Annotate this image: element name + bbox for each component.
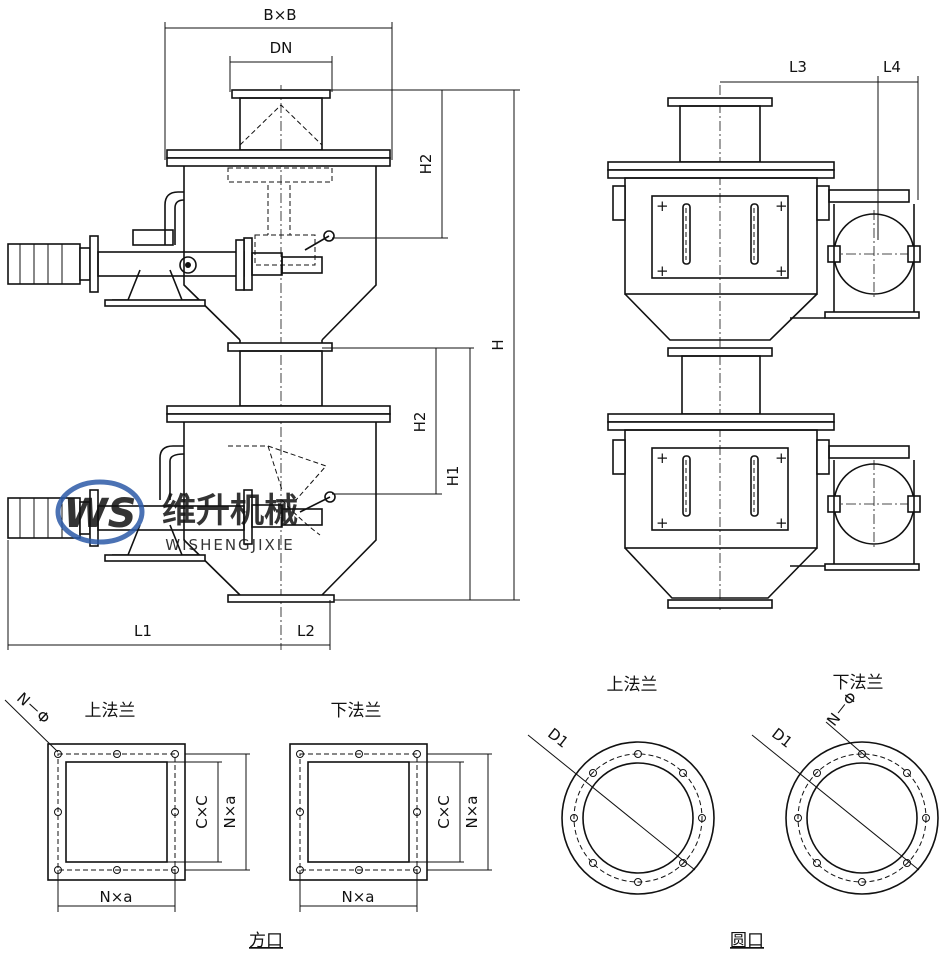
dim-dn: DN — [270, 39, 293, 57]
dim-h2-upper: H2 — [417, 154, 435, 175]
svg-text:+: + — [656, 514, 669, 532]
round-upper-title: 上法兰 — [607, 675, 658, 695]
square-lower-nxa-side: N×a — [463, 796, 481, 829]
square-lower-nxa-bottom: N×a — [342, 888, 375, 906]
dim-bxb: B×B — [263, 6, 296, 24]
round-hole-note: N－Φ — [823, 688, 861, 729]
svg-text:+: + — [656, 262, 669, 280]
square-upper-title: 上法兰 — [85, 701, 136, 721]
square-flange-lower: 下法兰 C×C N×a N×a — [289, 701, 492, 912]
square-upper-cxc: C×C — [193, 795, 211, 829]
dim-l2: L2 — [297, 622, 315, 640]
round-caption: 圆口 — [730, 931, 764, 951]
brand-cn: 维升机械 — [162, 491, 298, 531]
dim-h1: H1 — [444, 466, 462, 487]
round-flange-upper: 上法兰 D1 — [527, 675, 715, 895]
square-hole-note: N－Φ — [13, 689, 53, 728]
dim-h2-lower: H2 — [411, 412, 429, 433]
ws-logo: WS — [55, 479, 145, 545]
round-flange-lower: 下法兰 N－Φ D1 — [751, 673, 939, 895]
side-view: L3 L4 + + + + — [607, 58, 921, 610]
front-view: B×B DN H2 — [7, 6, 520, 650]
dim-l1: L1 — [134, 622, 152, 640]
logo-text: WS — [64, 491, 137, 537]
svg-text:+: + — [775, 197, 788, 215]
svg-text:+: + — [656, 197, 669, 215]
svg-text:+: + — [775, 262, 788, 280]
square-lower-cxc: C×C — [435, 795, 453, 829]
square-lower-title: 下法兰 — [331, 701, 382, 721]
svg-text:+: + — [656, 449, 669, 467]
dim-l4: L4 — [883, 58, 901, 76]
dim-l3: L3 — [789, 58, 807, 76]
brand-en: WISHENGJIXIE — [165, 536, 294, 554]
square-flange-upper: 上法兰 N－Φ C×C N×a N×a — [4, 689, 250, 912]
square-upper-nxa-side: N×a — [221, 796, 239, 829]
round-lower-title: 下法兰 — [833, 673, 884, 693]
svg-text:+: + — [775, 514, 788, 532]
round-lower-d1: D1 — [768, 724, 796, 751]
square-upper-nxa-bottom: N×a — [100, 888, 133, 906]
square-caption: 方口 — [249, 931, 283, 951]
brand-watermark: WS 维升机械 WISHENGJIXIE — [55, 479, 298, 554]
dim-h: H — [489, 339, 507, 350]
svg-text:+: + — [775, 449, 788, 467]
round-upper-d1: D1 — [544, 724, 572, 751]
